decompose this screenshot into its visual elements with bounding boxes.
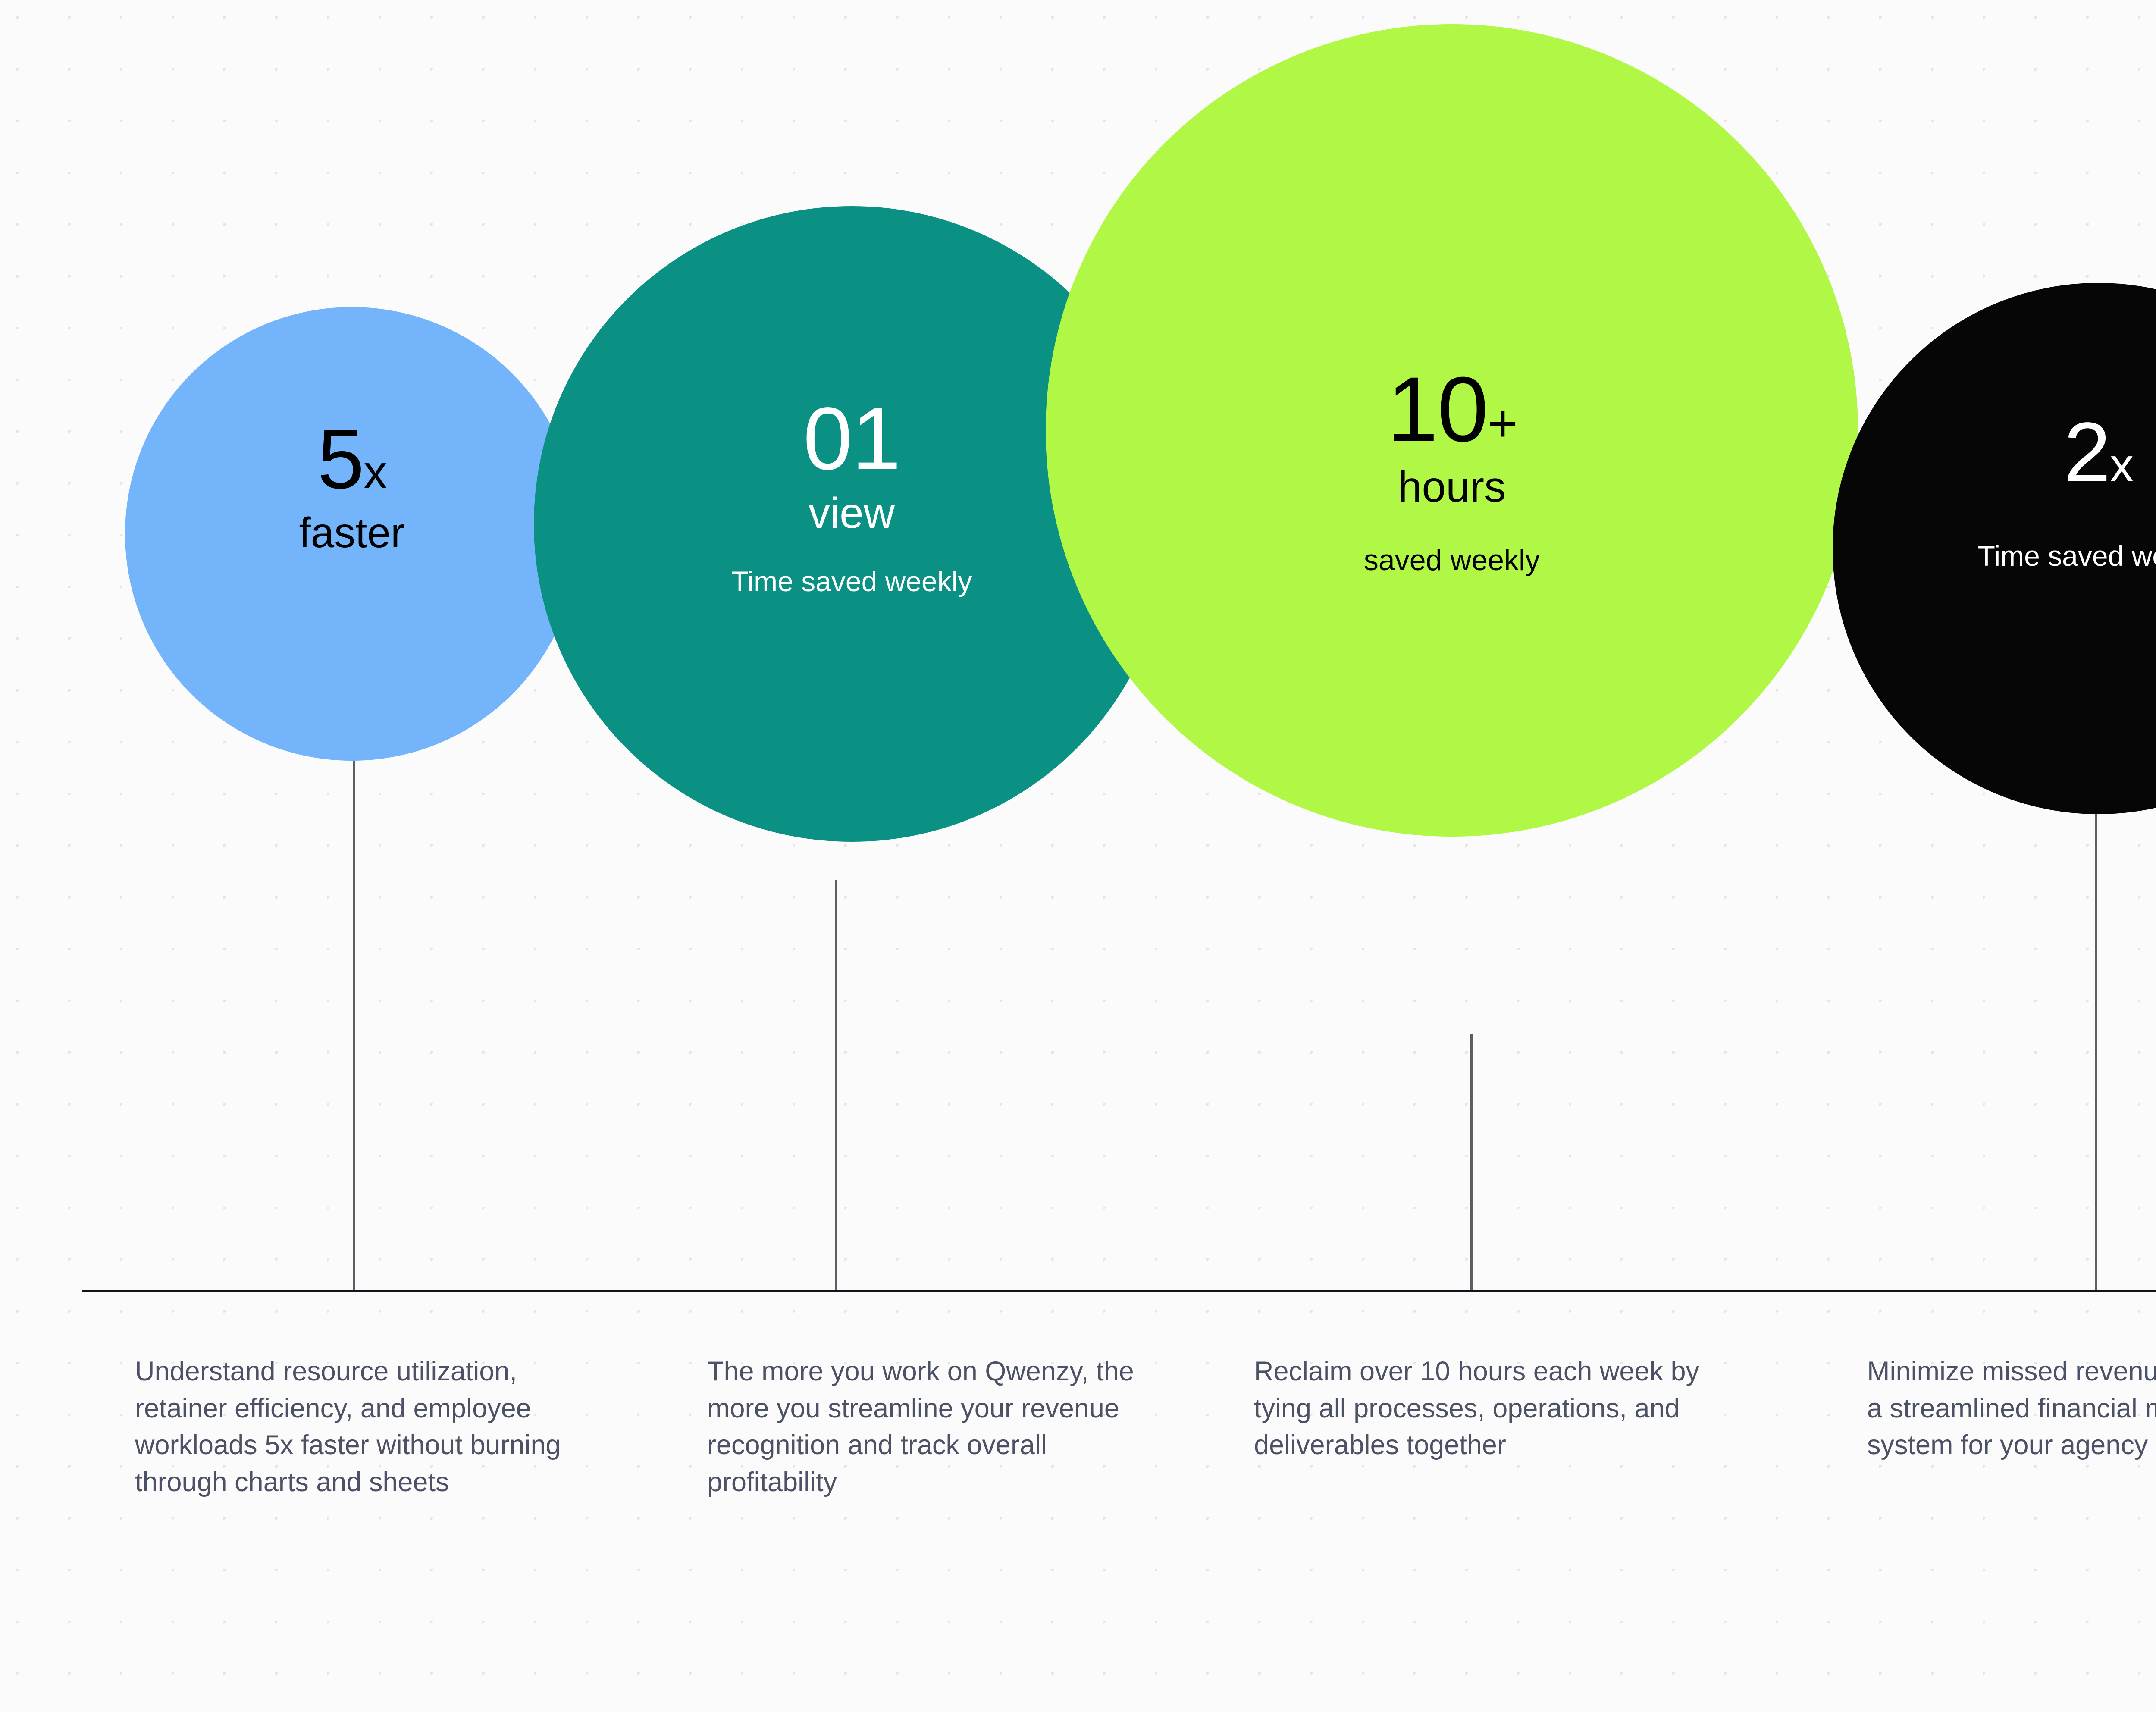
connector-stem-revenue-recovery [2095, 810, 2097, 1292]
connector-stem-single-view [835, 880, 837, 1292]
stat-bubble-resource-utilization: 5x faster [125, 307, 579, 761]
stat-value-single-view: 01 [803, 394, 901, 483]
caption-hours-saved: Reclaim over 10 hours each week by tying… [1254, 1356, 1700, 1461]
stat-value-hours-saved: 10+ [1387, 364, 1518, 456]
stat-value-resource-utilization: 5x [317, 417, 387, 502]
stat-note-revenue-recovery: Time saved weekly [1977, 540, 2156, 572]
stat-unit: + [1487, 395, 1518, 452]
stat-note-single-view: Time saved weekly [731, 565, 972, 597]
connector-stem-hours-saved [1470, 1034, 1473, 1292]
stat-number: 01 [803, 389, 901, 488]
stat-number: 10 [1387, 358, 1489, 461]
stat-unit: x [2110, 439, 2134, 492]
stat-subtitle-resource-utilization: faster [299, 509, 405, 557]
stat-subtitle-single-view: view [808, 489, 895, 537]
caption-single-view: The more you work on Qwenzy, the more yo… [707, 1356, 1134, 1498]
stat-number: 5 [317, 412, 364, 506]
connector-stem-resource-utilization [353, 758, 355, 1292]
caption-revenue-recovery: Minimize missed revenue by 2x through a … [1867, 1356, 2156, 1461]
stat-number: 2 [2064, 405, 2111, 499]
stat-unit: x [364, 446, 387, 499]
caption-resource-utilization: Understand resource utilization, retaine… [135, 1356, 561, 1498]
stat-bubble-hours-saved: 10+ hours saved weekly [1046, 24, 1858, 837]
baseline-rule [82, 1290, 2156, 1292]
stat-subtitle-hours-saved: hours [1398, 463, 1506, 511]
stat-bubble-revenue-recovery: 2x Time saved weekly [1833, 283, 2156, 814]
stat-value-revenue-recovery: 2x [2064, 410, 2134, 495]
stat-note-hours-saved: saved weekly [1363, 544, 1540, 577]
